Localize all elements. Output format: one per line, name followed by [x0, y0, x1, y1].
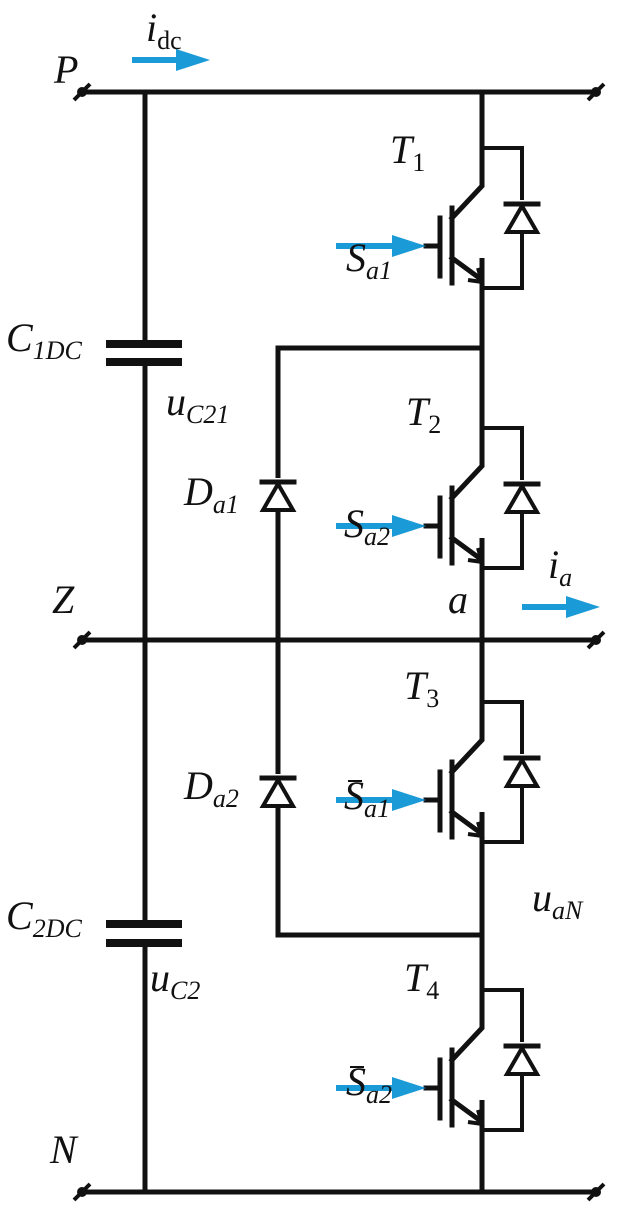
capacitor-c1-label: C1DC [6, 315, 82, 365]
igbt-t4-icon [423, 987, 541, 1133]
gate-t2-arrow-icon [336, 515, 426, 537]
switch-t1-label: T1 [390, 127, 426, 177]
switch-t4-label: T4 [404, 955, 440, 1005]
output-voltage-label: uaN [532, 875, 583, 925]
terminal-n-left [72, 1182, 92, 1202]
node-n-label: N [50, 1127, 77, 1172]
igbt-t2-icon [423, 425, 541, 571]
ia-arrow-icon [522, 596, 600, 618]
gate-t1-arrow-icon [336, 235, 426, 257]
diode-da2-label: Da2 [184, 763, 239, 813]
diode-da2-icon [259, 774, 297, 808]
diode-da1-icon [259, 478, 297, 512]
idc-arrow-icon [132, 49, 210, 71]
gate-sa2-label: Sa2 [344, 501, 390, 551]
terminal-z-right [586, 630, 606, 650]
gate-t4-arrow-icon [336, 1077, 426, 1099]
node-a-label: a [448, 577, 468, 622]
capacitor-c2-label: C2DC [6, 893, 82, 943]
switch-t3-label: T3 [404, 663, 440, 713]
igbt-t1-icon [423, 145, 541, 291]
gate-t3-arrow-icon [336, 789, 426, 811]
diode-da1-label: Da1 [184, 469, 239, 519]
capacitor-c2-voltage-label: uC2 [150, 955, 201, 1005]
terminal-z-left [72, 630, 92, 650]
switch-t2-label: T2 [406, 389, 442, 439]
terminal-p-right [586, 82, 606, 102]
node-p-label: P [54, 47, 79, 92]
capacitor-c1-voltage-label: uC21 [166, 379, 230, 429]
node-z-label: Z [52, 577, 75, 622]
gate-sa1-label: Sa1 [346, 235, 392, 285]
terminal-n-right [586, 1182, 606, 1202]
gate-sa2-bar-label: Sa2 [346, 1059, 392, 1109]
current-ia-label: ia [548, 542, 573, 592]
terminal-p-left [72, 82, 92, 102]
current-idc-label: idc [146, 5, 182, 55]
gate-sa1-bar-label: Sa1 [344, 773, 390, 823]
igbt-t3-icon [423, 699, 541, 845]
